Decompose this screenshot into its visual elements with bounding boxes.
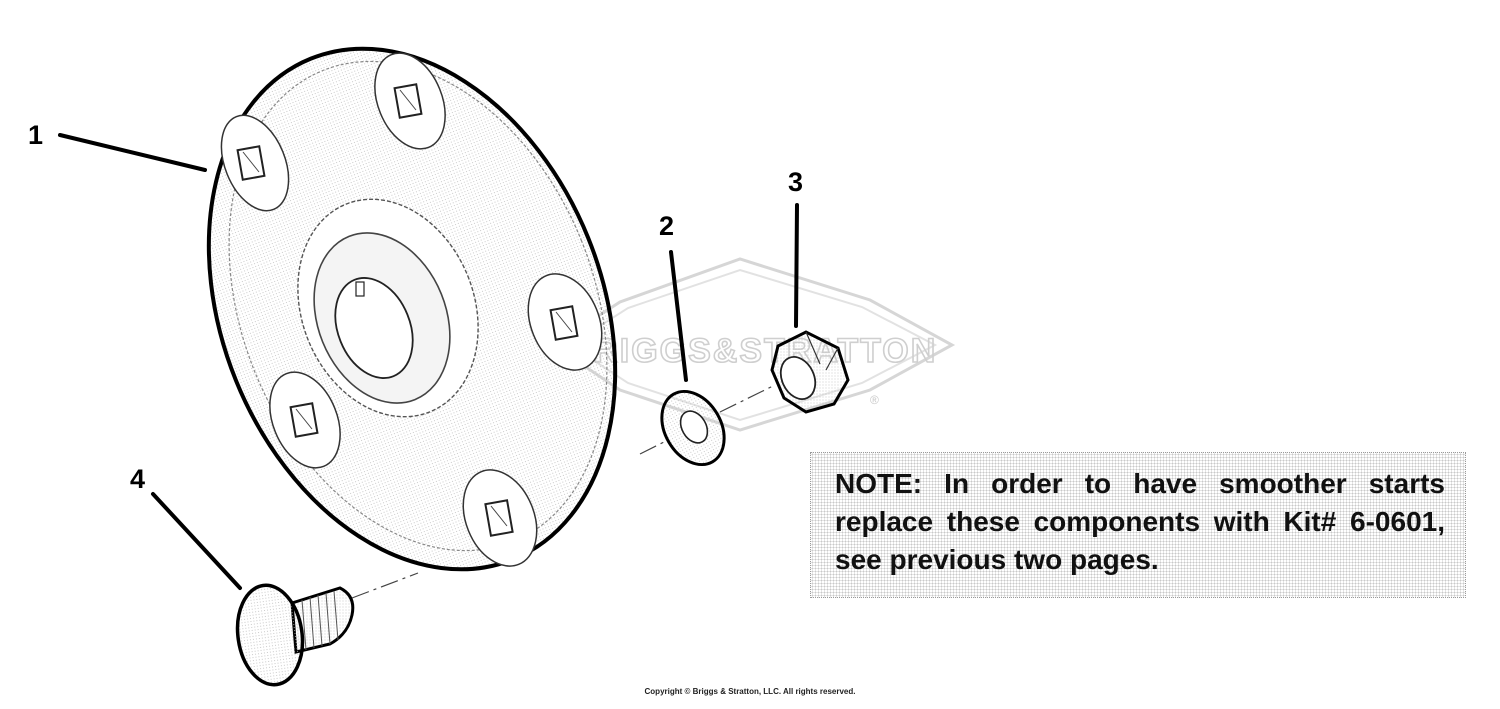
leader-line-1 — [58, 133, 207, 172]
assembly-centerline — [351, 384, 776, 599]
leader-line-4 — [151, 492, 242, 590]
hex-nut-icon — [770, 330, 850, 414]
washer-icon — [660, 389, 726, 467]
note-box: NOTE: In order to have smoother starts r… — [810, 452, 1466, 598]
callout-3: 3 — [788, 167, 803, 197]
leader-line-2 — [669, 250, 688, 382]
copyright-text: Copyright © Briggs & Stratton, LLC. All … — [644, 687, 856, 696]
callout-4: 4 — [130, 464, 145, 494]
flywheel-hub-icon — [206, 46, 618, 572]
carriage-bolt-icon — [235, 583, 355, 687]
callout-2: 2 — [659, 211, 674, 241]
callout-1: 1 — [28, 120, 43, 150]
leader-lines — [58, 133, 799, 590]
registered-mark: ® — [870, 393, 879, 407]
leader-line-3 — [794, 203, 799, 328]
watermark-logo: BRIGGS&STRATTON ® — [550, 257, 956, 432]
note-text: NOTE: In order to have smoother starts r… — [835, 468, 1445, 575]
watermark-text: BRIGGS&STRATTON — [567, 332, 938, 370]
